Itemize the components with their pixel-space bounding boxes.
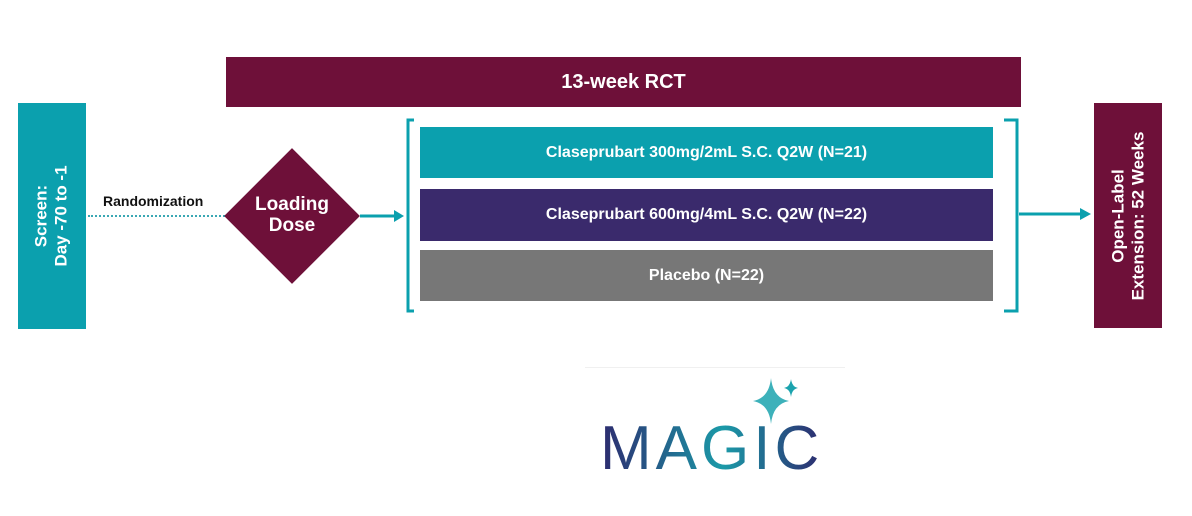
arm-placebo: Placebo (N=22): [420, 250, 993, 301]
arm-label: Placebo (N=22): [648, 266, 765, 284]
left-bracket: [406, 118, 414, 313]
arm-label: Claseprubart 300mg/2mL S.C. Q2W (N=21): [545, 143, 868, 161]
rct-title: 13-week RCT: [561, 70, 686, 93]
arm-label: Claseprubart 600mg/4mL S.C. Q2W (N=22): [545, 206, 868, 223]
logo-divider: [585, 367, 845, 368]
loading-line2: Dose: [268, 215, 316, 236]
sparkle-icon: [753, 378, 798, 424]
extension-line1: Open-Label: [1108, 168, 1128, 263]
dotted-connector: [88, 215, 225, 217]
arm-300mg: Claseprubart 300mg/2mL S.C. Q2W (N=21): [420, 127, 993, 178]
arrowhead-icon: [1080, 208, 1091, 220]
arrowhead-icon: [394, 210, 404, 222]
extension-line2: Extension: 52 Weeks: [1128, 131, 1148, 300]
loading-line1: Loading: [255, 194, 329, 215]
magic-logo: MAGIC: [600, 414, 824, 483]
rct-header: 13-week RCT: [226, 57, 1021, 107]
arm-600mg: Claseprubart 600mg/4mL S.C. Q2W (N=22): [420, 189, 993, 241]
randomization-label: Randomization: [103, 193, 204, 209]
screen-box: Screen:Day -70 to -1: [18, 103, 86, 329]
right-bracket: [1004, 118, 1019, 313]
